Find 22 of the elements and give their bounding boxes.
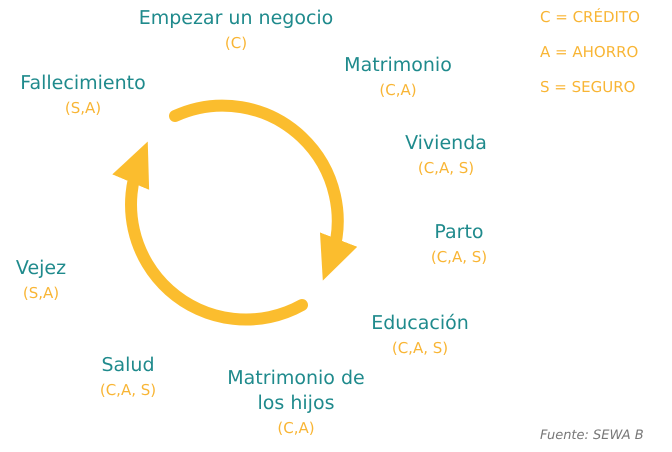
event-label: Matrimonio xyxy=(343,53,453,78)
product-code-label: (S,A) xyxy=(64,99,102,118)
event-label: Vejez xyxy=(14,256,68,281)
key-label: A = AHORRO xyxy=(540,43,638,61)
product-code-label: (C,A) xyxy=(379,81,417,100)
product-code-label: (C,A, S) xyxy=(100,381,156,400)
product-code-label: (C,A, S) xyxy=(430,248,488,267)
event-label: Vivienda xyxy=(404,131,488,156)
event-label: Empezar un negocio xyxy=(138,6,334,31)
product-code-label: (C,A, S) xyxy=(418,159,474,178)
product-code-label: (C,A) xyxy=(277,419,315,438)
key-label: S = SEGURO xyxy=(540,78,636,96)
event-label: Salud xyxy=(100,353,156,378)
product-code-label: (C,A, S) xyxy=(392,339,448,358)
source-caption: Fuente: SEWA B xyxy=(540,428,644,443)
product-code-label: (C) xyxy=(224,34,248,53)
key-label: C = CRÉDITO xyxy=(540,8,640,26)
event-label: Matrimonio de los hijos xyxy=(226,366,366,416)
event-label: Educación xyxy=(370,311,470,336)
product-code-label: (S,A) xyxy=(22,284,60,303)
event-label: Fallecimiento xyxy=(19,71,147,96)
event-label: Parto xyxy=(433,220,485,245)
